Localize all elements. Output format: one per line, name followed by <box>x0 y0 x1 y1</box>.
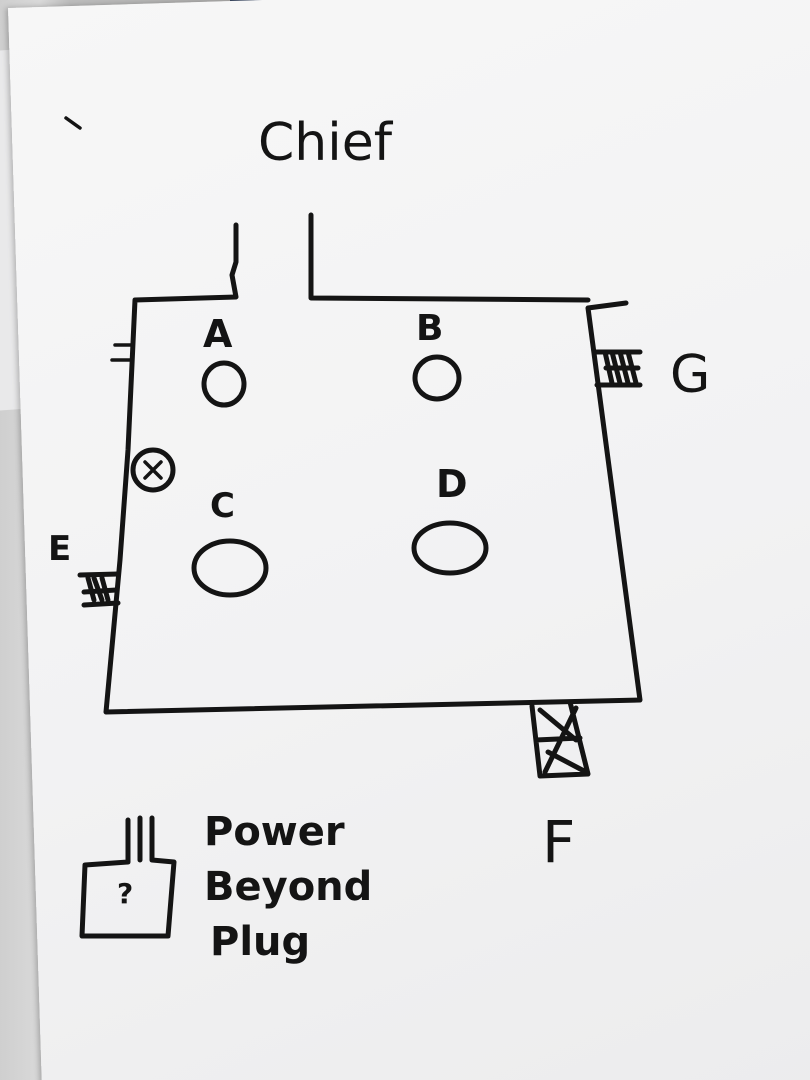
port-c-label: C <box>210 486 235 526</box>
port-g-fitting <box>592 349 643 388</box>
port-b-hole <box>412 354 462 402</box>
circled-x-fitting <box>130 447 176 493</box>
port-e-label: E <box>48 529 71 569</box>
port-c-hole <box>191 538 269 598</box>
side-port-fitting-top <box>110 343 134 362</box>
port-g-label: G <box>670 345 710 405</box>
port-f-label: F <box>542 808 575 876</box>
power-beyond-plug-symbol <box>79 815 177 939</box>
port-b-label: B <box>416 308 443 349</box>
stray-pen-mark <box>64 116 82 130</box>
legend-line-1: Power <box>204 809 345 855</box>
port-a-hole <box>201 360 247 408</box>
circled-x-mark <box>143 460 163 480</box>
legend-line-2: Beyond <box>204 864 372 910</box>
legend-question-mark: ? <box>117 877 133 910</box>
port-d-label: D <box>436 462 468 506</box>
port-e-fitting <box>77 571 121 608</box>
legend-line-3: Plug <box>210 919 310 965</box>
diagram-title: Chief <box>258 113 394 173</box>
valve-block-outline <box>103 212 643 715</box>
port-a-label: A <box>203 312 233 356</box>
port-d-hole <box>411 520 489 576</box>
port-f-fitting <box>529 699 591 779</box>
